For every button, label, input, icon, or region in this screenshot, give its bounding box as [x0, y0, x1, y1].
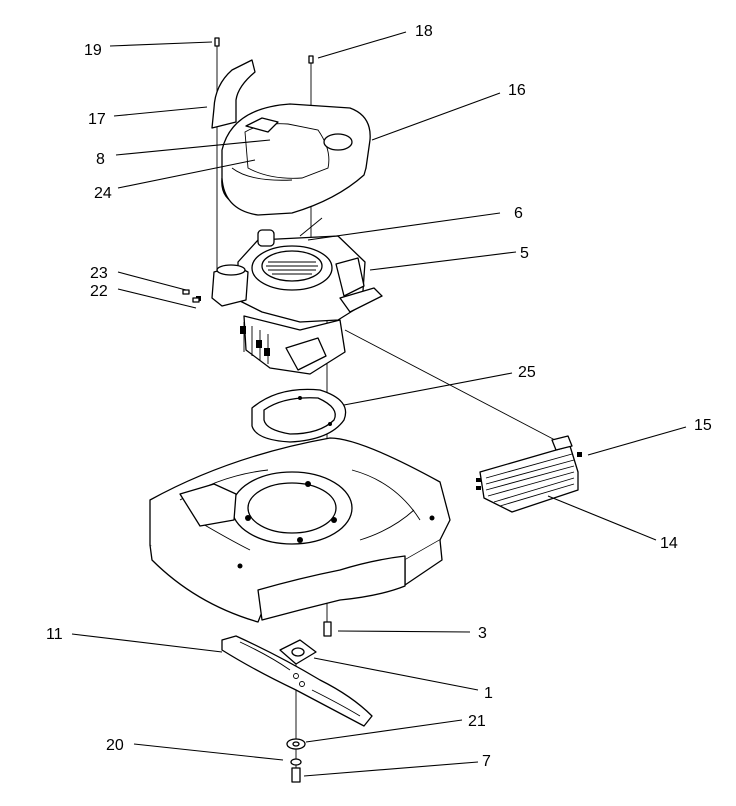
callout-25: 25 [518, 364, 536, 381]
callout-17: 17 [88, 111, 106, 128]
fastener-23 [182, 289, 190, 295]
callout-15: 15 [694, 417, 712, 434]
callout-7: 7 [482, 753, 491, 770]
fastener-15 [577, 452, 582, 457]
callout-21: 21 [468, 713, 486, 730]
mower-deck [149, 437, 451, 623]
callout-5: 5 [520, 245, 529, 262]
callout-19: 19 [84, 42, 102, 59]
rear-guard-14 [476, 435, 579, 513]
callout-8: 8 [96, 151, 105, 168]
bolt-7 [291, 767, 301, 783]
screw-19 [214, 37, 220, 47]
callout-23: 23 [90, 265, 108, 282]
engine-5 [196, 217, 383, 375]
decal-17 [211, 59, 256, 129]
engine-shroud-16 [221, 103, 371, 216]
callout-22: 22 [90, 283, 108, 300]
callout-1: 1 [484, 685, 493, 702]
lock-washer-20 [290, 758, 302, 766]
bolt-3 [323, 621, 332, 637]
callout-11: 11 [46, 626, 63, 643]
callout-labels: 19 18 16 17 8 24 6 5 23 22 25 15 14 3 11… [46, 23, 712, 770]
gasket-25 [251, 388, 347, 443]
callout-18: 18 [415, 23, 433, 40]
screw-18 [308, 55, 314, 64]
blade-11 [221, 635, 373, 727]
callout-24: 24 [94, 185, 112, 202]
callout-14: 14 [660, 535, 678, 552]
callout-20: 20 [106, 737, 124, 754]
washer-21 [286, 738, 306, 750]
leader-lines [71, 31, 687, 777]
callout-6: 6 [514, 205, 523, 222]
fastener-22 [192, 297, 200, 303]
blade-adapter-1 [279, 639, 317, 665]
callout-3: 3 [478, 625, 487, 642]
callout-16: 16 [508, 82, 526, 99]
